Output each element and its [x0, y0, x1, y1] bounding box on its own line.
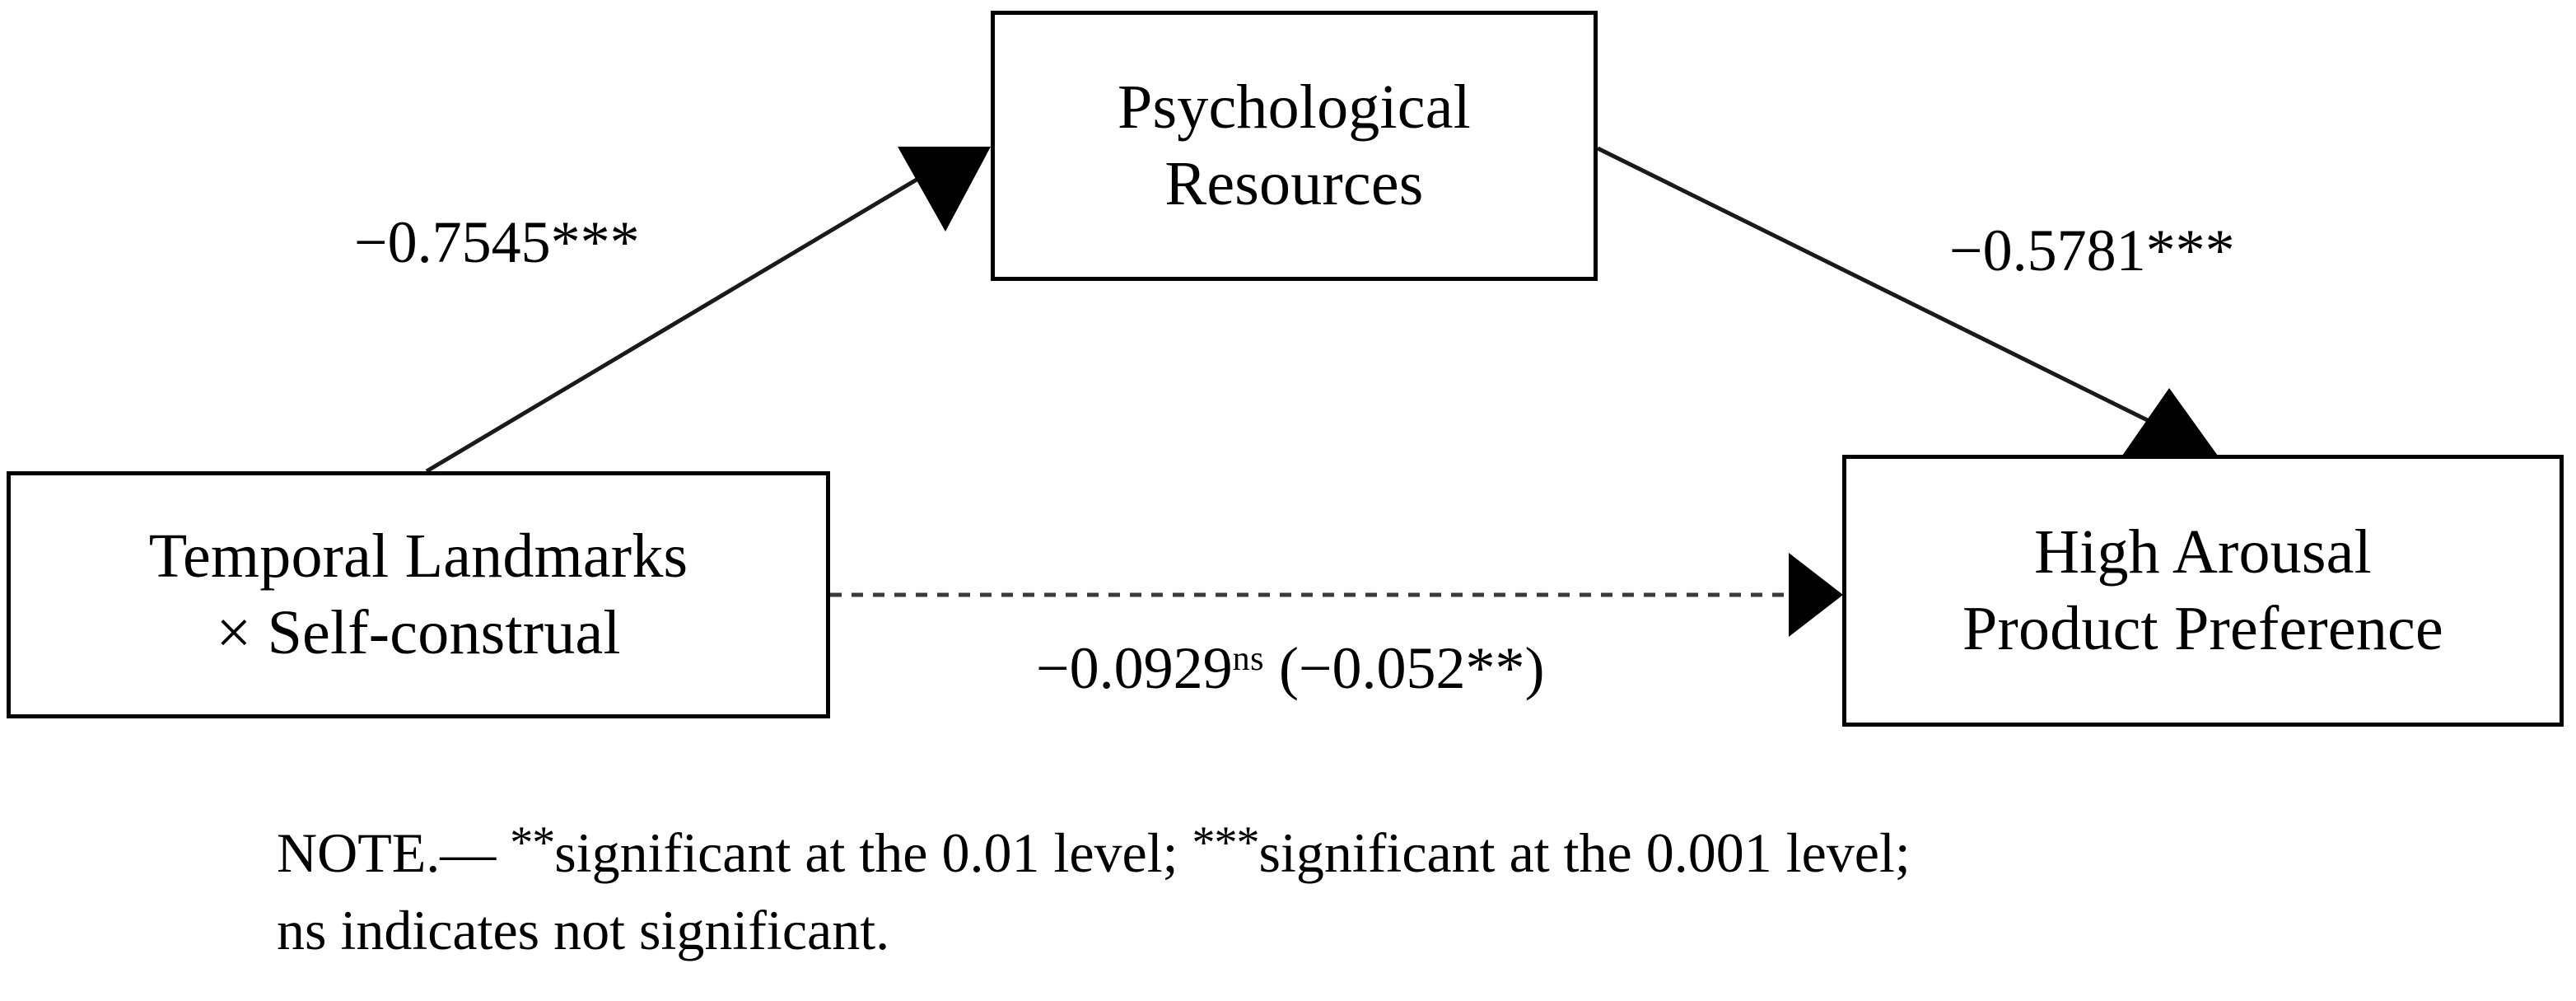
figure-note-line-2: ns indicates not significant.: [277, 898, 890, 961]
node-predictor-line-1: Temporal Landmarks: [148, 522, 688, 592]
node-mediator-psychological-resources: Psychological Resources: [991, 11, 1598, 281]
node-outcome-line-2: Product Preference: [1962, 594, 2443, 663]
node-outcome-high-arousal-product-preference: High Arousal Product Preference: [1842, 455, 2564, 727]
path-b-line: [1596, 146, 2182, 439]
path-c-significance-superscript: ns: [1232, 640, 1264, 679]
path-a-arrowhead: [898, 147, 991, 232]
figure-note: NOTE.— **significant at the 0.01 level; …: [277, 812, 2336, 969]
path-a-connector: [425, 147, 991, 474]
note-stars-three: ***: [1192, 817, 1260, 868]
figure-note-line-1: NOTE.— **significant at the 0.01 level; …: [277, 812, 2336, 892]
path-c-connector: [830, 553, 1843, 637]
node-predictor-line-2: × Self-construal: [216, 598, 621, 667]
path-a-line: [425, 159, 949, 474]
path-c-coefficient-value: −0.0929: [1036, 635, 1233, 701]
path-b-connector: [1596, 146, 2218, 456]
path-c-coefficient-label: −0.0929ns (−0.052**): [1036, 638, 1545, 698]
note-stars-two: **: [510, 817, 555, 868]
note-text-0001-level: significant at the 0.001 level;: [1258, 821, 1911, 884]
path-c-total-effect: (−0.052**): [1263, 635, 1545, 701]
note-text-001-level: significant at the 0.01 level;: [554, 821, 1178, 884]
node-predictor-temporal-landmarks: Temporal Landmarks × Self-construal: [7, 471, 830, 718]
note-prefix: NOTE.—: [277, 821, 497, 884]
path-a-coefficient-label: −0.7545***: [354, 209, 640, 275]
path-b-arrowhead: [2122, 388, 2218, 456]
node-outcome-line-1: High Arousal: [2034, 517, 2372, 587]
node-mediator-line-1: Psychological: [1118, 73, 1471, 143]
path-b-coefficient-label: −0.5781***: [1949, 218, 2235, 283]
node-mediator-line-2: Resources: [1164, 149, 1424, 218]
path-c-arrowhead: [1789, 553, 1843, 637]
